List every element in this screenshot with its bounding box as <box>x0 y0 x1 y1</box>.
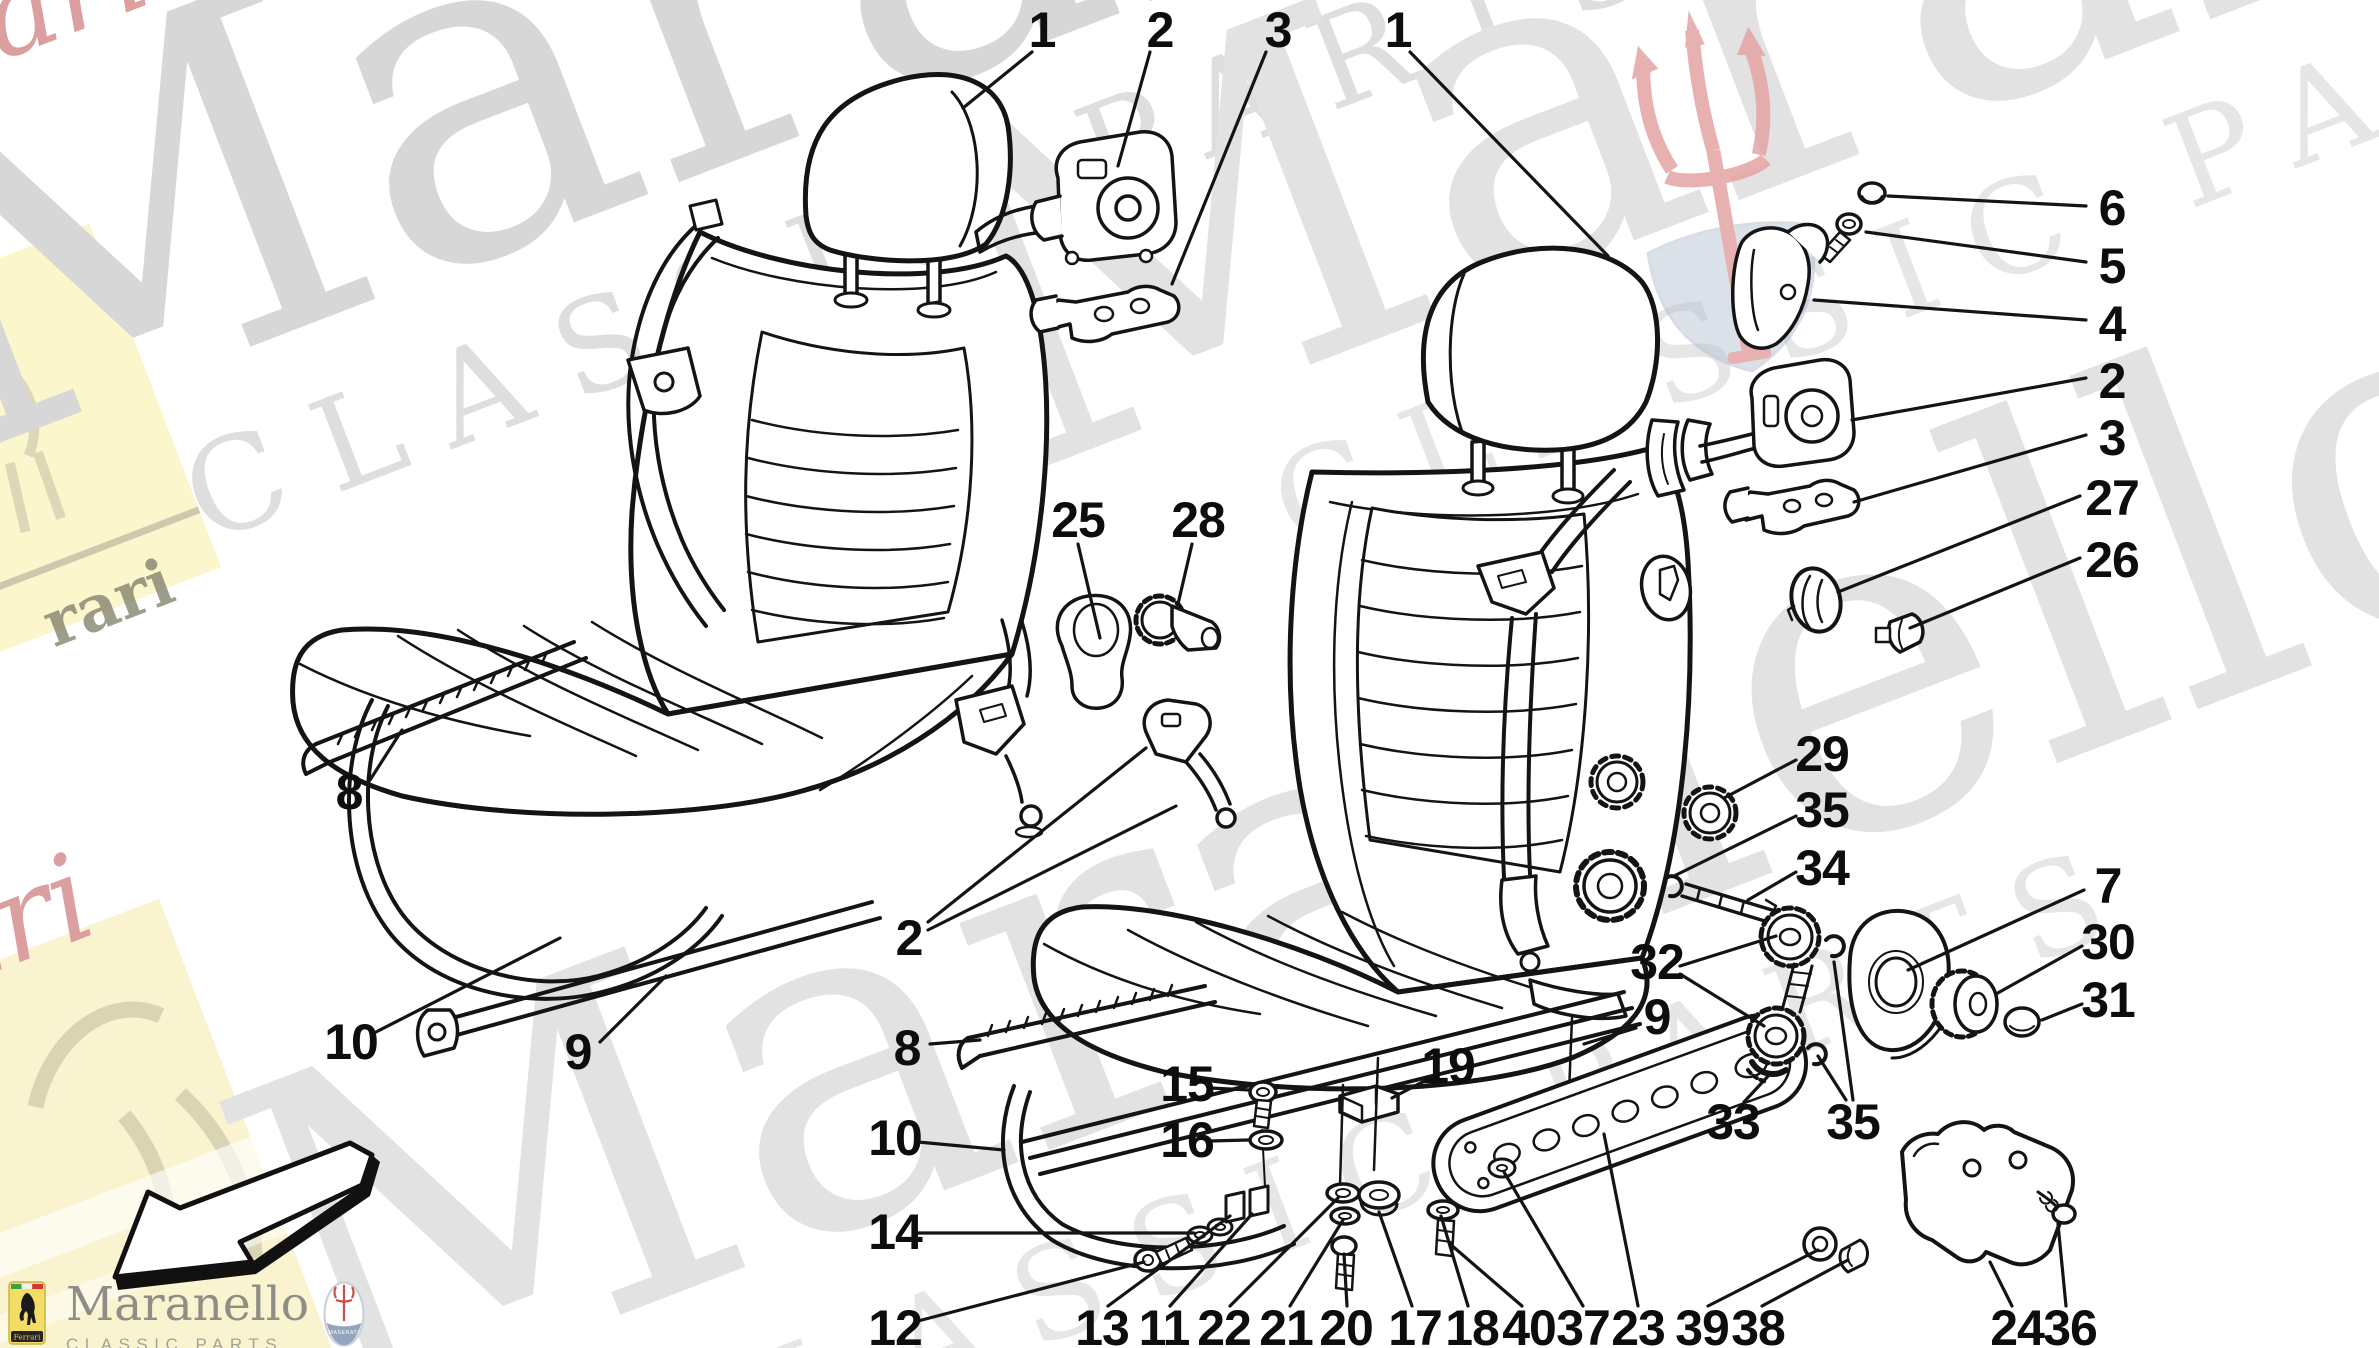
callout-13[interactable]: 13 <box>1075 1300 1130 1348</box>
ferrari-sticker-watermark: rari <box>0 223 222 679</box>
logo-brand-text: Maranello <box>66 1277 310 1332</box>
line-art <box>290 72 2077 1292</box>
callout-10[interactable]: 10 <box>868 1110 923 1166</box>
escutcheon-25 <box>1055 593 1133 710</box>
left-seat-rails <box>301 640 882 1058</box>
direction-arrow <box>112 1140 380 1290</box>
callout-1[interactable]: 1 <box>1028 2 1057 58</box>
callout-31[interactable]: 31 <box>2081 972 2136 1028</box>
callout-18[interactable]: 18 <box>1445 1300 1500 1348</box>
retractor-2-right <box>1680 357 1856 482</box>
clip-38 <box>1838 1238 1869 1274</box>
callout-24[interactable]: 24 <box>1990 1300 2045 1348</box>
belt-retractor-top <box>974 130 1178 266</box>
callout-26[interactable]: 26 <box>2085 532 2140 588</box>
maranello-classic-parts-logo[interactable]: Ferrari Maranello CLASSIC PARTS MASERATI <box>8 1281 365 1348</box>
callout-16[interactable]: 16 <box>1160 1112 1215 1168</box>
cap-6 <box>1857 181 1887 205</box>
callout-12[interactable]: 12 <box>868 1300 923 1348</box>
cap-31 <box>2003 1006 2041 1038</box>
callout-30[interactable]: 30 <box>2081 914 2136 970</box>
right-seat-belt <box>1476 418 1686 973</box>
ferrari-badge-text: Ferrari <box>14 1333 41 1342</box>
callout-36[interactable]: 36 <box>2043 1300 2098 1348</box>
left-seat <box>290 72 1050 1058</box>
callout-27[interactable]: 27 <box>2085 470 2140 526</box>
ring-27 <box>1786 566 1843 634</box>
callout-32[interactable]: 32 <box>1630 934 1685 990</box>
callout-2[interactable]: 2 <box>1146 2 1175 58</box>
buckle-stalk <box>1142 698 1237 829</box>
callout-19[interactable]: 19 <box>1421 1038 1476 1094</box>
maserati-badge-icon: MASERATI <box>323 1281 365 1347</box>
callout-10[interactable]: 10 <box>324 1014 379 1070</box>
callout-3[interactable]: 3 <box>1264 2 1293 58</box>
callout-6[interactable]: 6 <box>2098 180 2127 236</box>
right-headrest <box>1420 245 1660 453</box>
callout-35[interactable]: 35 <box>1795 782 1850 838</box>
cover-4 <box>1731 222 1830 350</box>
callout-35[interactable]: 35 <box>1826 1094 1881 1150</box>
gear-train <box>1664 874 1846 1084</box>
callout-11[interactable]: 11 <box>1138 1300 1191 1348</box>
knob-30 <box>1929 968 1999 1040</box>
ferrari-badge-icon: Ferrari <box>8 1281 46 1345</box>
screw-36 <box>2036 1190 2077 1225</box>
callout-28[interactable]: 28 <box>1171 492 1226 548</box>
callout-4[interactable]: 4 <box>2098 296 2127 352</box>
callout-3[interactable]: 3 <box>2098 410 2127 466</box>
callout-15[interactable]: 15 <box>1160 1056 1215 1112</box>
callout-9[interactable]: 9 <box>1643 989 1672 1045</box>
left-headrest <box>802 72 1013 264</box>
callout-8[interactable]: 8 <box>335 764 364 820</box>
left-seat-back-ribs <box>744 418 960 626</box>
callout-9[interactable]: 9 <box>564 1024 593 1080</box>
callout-37[interactable]: 37 <box>1556 1300 1611 1348</box>
callout-33[interactable]: 33 <box>1706 1094 1761 1150</box>
callout-1[interactable]: 1 <box>1384 2 1413 58</box>
belt-bracket-top <box>1029 284 1181 344</box>
callout-7[interactable]: 7 <box>2094 858 2123 914</box>
side-panel-24 <box>1900 1120 2075 1267</box>
callout-40[interactable]: 40 <box>1502 1300 1557 1348</box>
right-seat <box>956 245 1809 1271</box>
clip-26 <box>1874 612 1925 654</box>
screw-5 <box>1818 212 1863 264</box>
callout-21[interactable]: 21 <box>1259 1300 1314 1348</box>
leader-lines <box>368 50 2088 1323</box>
callout-22[interactable]: 22 <box>1197 1300 1252 1348</box>
callout-5[interactable]: 5 <box>2098 238 2127 294</box>
right-seat-side-hardware <box>1573 554 1739 923</box>
floor-plate-23 <box>1431 1013 1809 1214</box>
knob-28 <box>1133 593 1222 652</box>
callout-25[interactable]: 25 <box>1051 492 1106 548</box>
left-seat-belt <box>626 198 726 628</box>
callout-39[interactable]: 39 <box>1675 1300 1730 1348</box>
callout-2[interactable]: 2 <box>895 910 924 966</box>
callout-20[interactable]: 20 <box>1319 1300 1374 1348</box>
right-seat-rails <box>956 983 1642 1271</box>
callout-29[interactable]: 29 <box>1795 726 1850 782</box>
right-seat-back-ribs <box>1356 558 1584 850</box>
callout-38[interactable]: 38 <box>1731 1300 1786 1348</box>
callout-14[interactable]: 14 <box>868 1204 923 1260</box>
callout-17[interactable]: 17 <box>1388 1300 1443 1348</box>
callout-23[interactable]: 23 <box>1611 1300 1666 1348</box>
callout-8[interactable]: 8 <box>893 1020 922 1076</box>
bracket-3-right <box>1723 478 1861 536</box>
callout-34[interactable]: 34 <box>1795 840 1850 896</box>
callout-2[interactable]: 2 <box>2098 353 2127 409</box>
maserati-badge-text: MASERATI <box>329 1330 360 1336</box>
logo-tagline-text: CLASSIC PARTS <box>66 1335 284 1348</box>
left-belt-latch <box>954 618 1044 839</box>
